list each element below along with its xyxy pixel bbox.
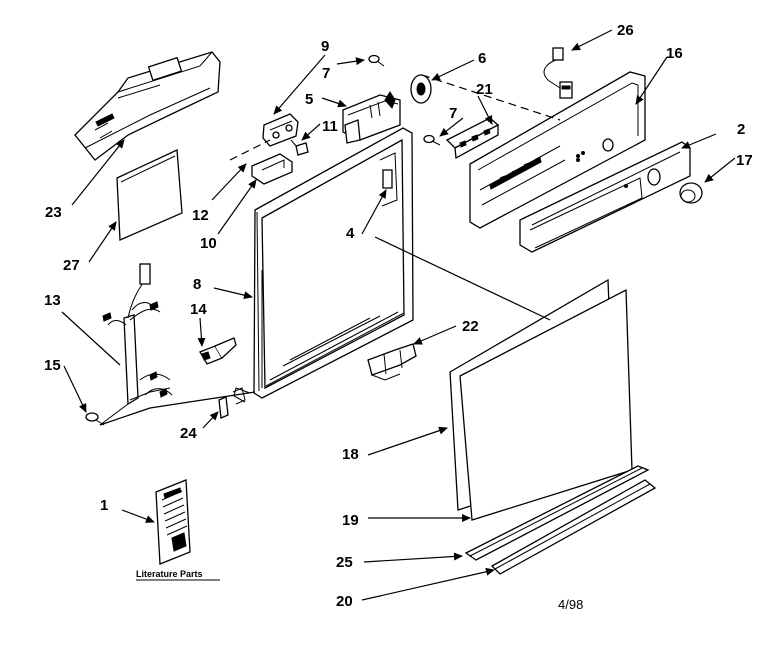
callout-5: 5 [305,91,313,108]
callout-12: 12 [192,207,209,224]
part-8-door-frame [233,127,414,403]
callout-2: 2 [737,121,745,138]
callout-15: 15 [44,357,61,374]
callout-26: 26 [617,22,634,39]
part-24-clip [218,387,246,419]
callout-6: 6 [478,50,486,67]
callout-7-right: 7 [449,105,457,122]
part-18-door-panel [449,278,633,521]
leader-arrows [61,29,736,601]
part-9-latch [262,113,299,147]
part-1-literature [155,479,191,565]
part-6-knob [410,74,432,104]
part-10-strike [251,153,293,185]
part-7-screw-top [368,54,385,67]
callout-7-top: 7 [322,65,330,82]
date-code: 4/98 [558,597,583,612]
callout-25: 25 [336,554,353,571]
callout-10: 10 [200,235,217,252]
callout-13: 13 [44,292,61,309]
guide-line-frame-panel [374,236,551,321]
callout-16: 16 [666,45,683,62]
callout-8: 8 [193,276,201,293]
dashed-guide-panel [421,74,561,121]
callout-19: 19 [342,512,359,529]
part-25-trim-strip [464,465,650,561]
callout-4: 4 [346,225,355,242]
dashed-guide-9 [229,139,271,161]
part-5-dispenser [342,91,401,144]
part-23-bracket [74,51,221,161]
part-16-control-panel [469,71,646,229]
callout-17: 17 [736,152,753,169]
part-26-connector [543,47,573,99]
part-20-kickplate [490,479,657,575]
callout-24: 24 [180,425,197,442]
part-17-knob [679,182,703,204]
part-27-sheet [116,149,183,241]
part-21-switch-module [445,117,500,160]
part-13-wire-harness [99,263,173,426]
callout-27: 27 [63,257,80,274]
callout-9: 9 [321,38,329,55]
callout-23: 23 [45,204,62,221]
callout-18: 18 [342,446,359,463]
part-15-screw [85,412,105,426]
callout-14: 14 [190,301,207,318]
callout-20: 20 [336,593,353,610]
callout-22: 22 [462,318,479,335]
callout-11: 11 [322,118,338,135]
callout-1: 1 [100,497,108,514]
part-14-switch [199,337,237,365]
guide-line-bottom [99,391,256,426]
callout-21: 21 [476,81,493,98]
part-7-screw-right [423,134,441,146]
part-11-screw [290,139,309,156]
literature-caption: Literature Parts [136,569,203,579]
part-22-clip [367,343,417,381]
